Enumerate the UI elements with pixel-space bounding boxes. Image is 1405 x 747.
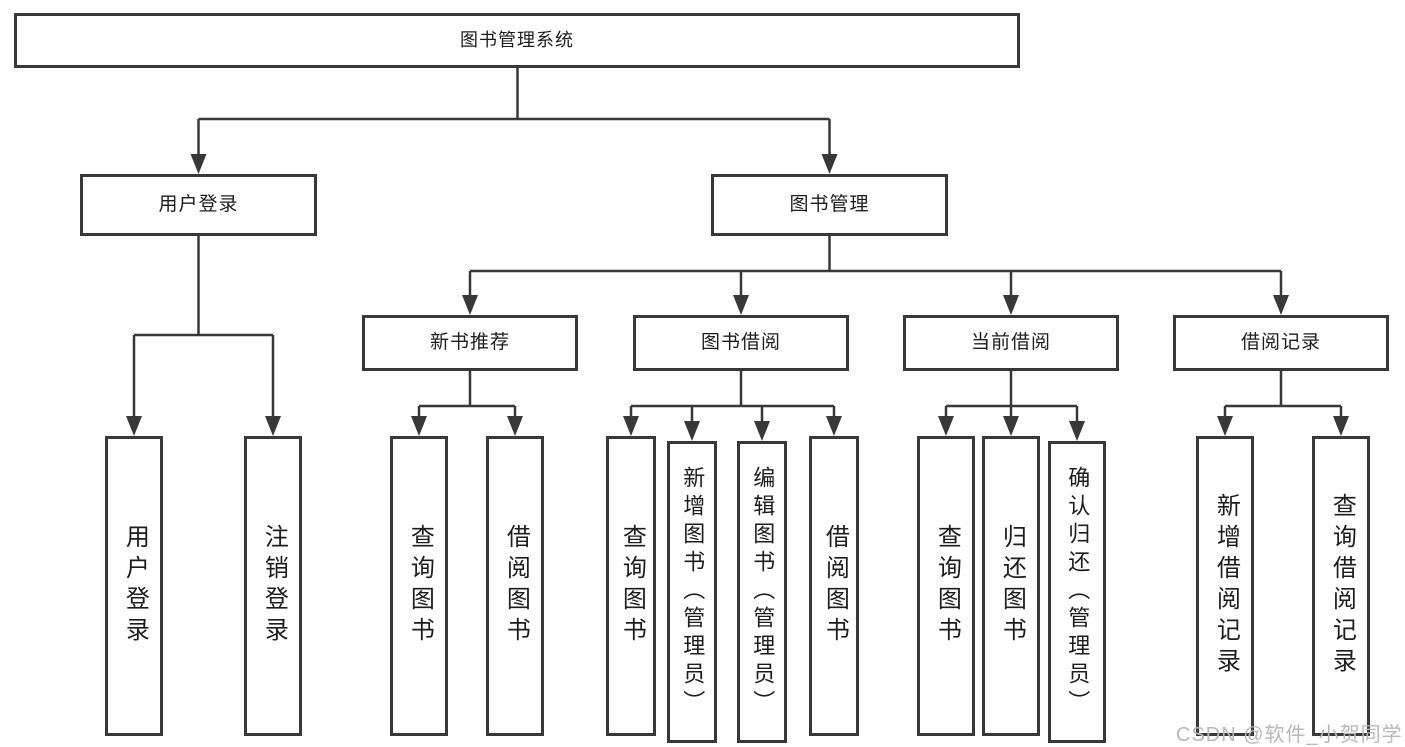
node-logout: 注销登录 [244,436,302,736]
arrow-down-icon [821,154,838,174]
arrow-down-icon [754,421,770,441]
node-user-login: 用户登录 [80,174,317,236]
node-book-management: 图书管理 [711,174,948,236]
node-user-login-leaf: 用户登录 [105,436,163,736]
arrow-down-icon [462,295,478,315]
arrow-down-icon [1003,416,1019,436]
arrow-down-icon [126,416,142,436]
node-query-books: 查询图书 [390,436,448,736]
node-borrowing-records: 借阅记录 [1173,315,1389,371]
arrow-down-icon [411,416,427,436]
node-borrow-books: 借阅图书 [486,436,544,736]
arrow-down-icon [1273,295,1289,315]
node-confirm-return-admin: 确认归还（管理员） [1048,441,1106,743]
arrow-down-icon [684,421,700,441]
connector-borrow-record-group [1223,371,1343,418]
node-library-management-system: 图书管理系统 [14,13,1020,68]
arrow-down-icon [190,154,207,174]
arrow-down-icon [1069,421,1085,441]
node-edit-book-admin: 编辑图书（管理员） [737,441,787,743]
arrow-down-icon [938,416,954,436]
node-query-books: 查询图书 [606,436,656,736]
node-current-borrowing: 当前借阅 [903,315,1119,371]
arrow-down-icon [1003,295,1019,315]
arrow-down-icon [507,416,523,436]
arrow-down-icon [733,295,749,315]
node-borrow-books: 借阅图书 [809,436,859,736]
node-query-borrow-record: 查询借阅记录 [1312,436,1370,736]
arrow-down-icon [826,416,842,436]
node-query-books: 查询图书 [917,436,975,736]
connector-book-mgmt-to-level3 [468,236,1283,297]
connector-new-book-group [417,371,517,418]
connector-user-login-group [132,236,275,418]
node-book-borrowing: 图书借阅 [633,315,849,371]
node-add-book-admin: 新增图书（管理员） [667,441,717,743]
connector-current-borrow-group [944,371,1079,423]
node-return-books: 归还图书 [982,436,1040,736]
watermark: CSDN @软件_小贺同学 [1176,724,1403,746]
connector-book-borrow-group [629,371,836,423]
connector-root-to-level2 [197,66,831,156]
arrow-down-icon [1333,416,1349,436]
arrow-down-icon [1217,416,1233,436]
node-add-borrow-record: 新增借阅记录 [1196,436,1254,736]
arrow-down-icon [265,416,281,436]
arrow-down-icon [623,416,639,436]
node-new-book-recommendation: 新书推荐 [362,315,578,371]
